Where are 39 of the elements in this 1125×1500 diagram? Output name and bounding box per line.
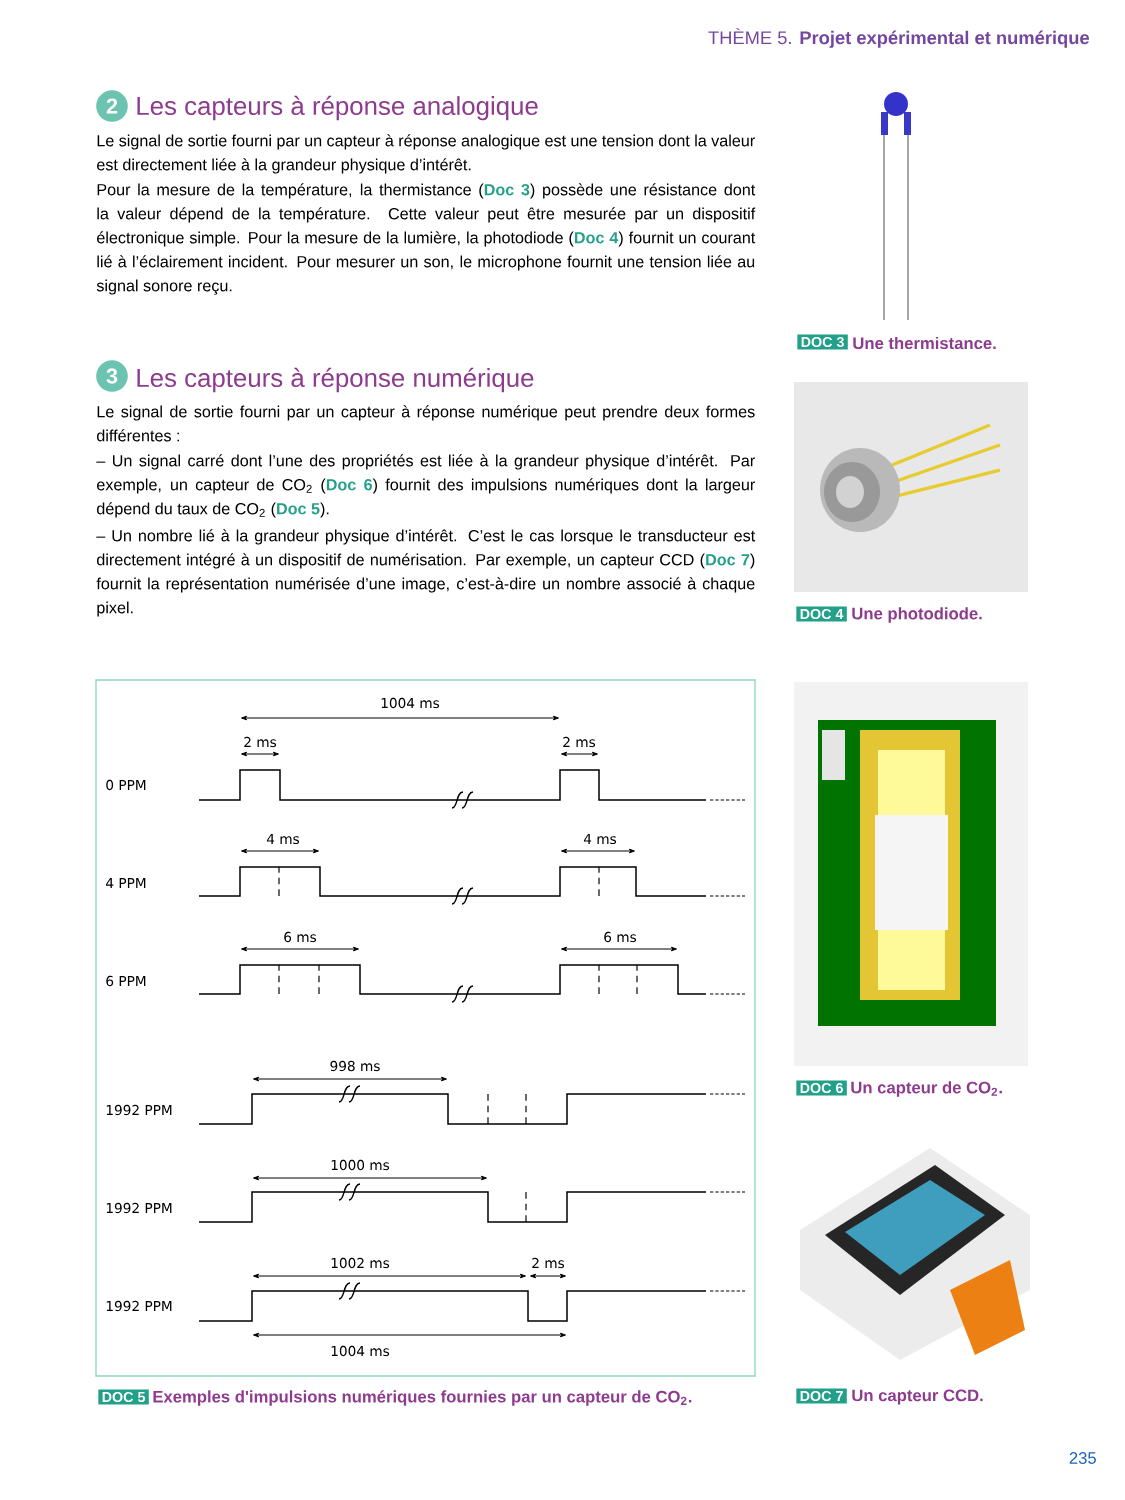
dimension-label: 2 ms bbox=[244, 736, 277, 748]
dimension-label: 6 ms bbox=[604, 931, 637, 943]
dimension-label: 2 ms bbox=[532, 1257, 565, 1269]
dimension-label: 2 ms bbox=[563, 736, 596, 748]
paragraph: Le signal de sortie fourni par un capteur à réponse analogique est une tension dont la valeur est directement liée à la grandeur physique d’intérêt. bbox=[97, 134, 755, 174]
figure-caption: Une photodiode. bbox=[852, 607, 982, 623]
row-label: 1992 PPM bbox=[106, 1202, 172, 1214]
doc-badge: DOC 7 bbox=[796, 1388, 847, 1404]
running-header: THÈME 5. Projet expérimental et numérique bbox=[708, 28, 1089, 48]
dimension-label: 998 ms bbox=[330, 1060, 380, 1072]
paragraph: Pour la mesure de la température, la thermistance (Doc 3) possède une résistance dont la valeur dépend de la température. Cette valeur peut être mesurée par un dispositif électronique simple. Pour la mesure de la lumière, la photodiode (Doc 4) fournit un courant lié à l’éclairement incident. Pour mesurer un son, le microphone fournit une tension liée au signal sonore reçu. bbox=[96, 183, 756, 295]
figure-caption: Un capteur CCD. bbox=[852, 1389, 983, 1405]
bullet-item: – Un signal carré dont l’une des propriétés est liée à la grandeur physique d’intérêt. Par exemple, un capteur de CO$_{2}$ (Doc 6) fournit des impulsions numériques dont la largeur dépend du taux de CO$_{2}$ (Doc 5). bbox=[96, 454, 755, 518]
row-label: 1992 PPM bbox=[106, 1104, 172, 1116]
paragraph: Le signal de sortie fourni par un capteur à réponse numérique peut prendre deux formes différentes : bbox=[97, 405, 755, 442]
section-heading: Les capteurs à réponse analogique bbox=[137, 95, 538, 121]
bullet-item: – Un nombre lié à la grandeur physique d’intérêt. C’est le cas lorsque le transducteur est directement intégré à un dispositif de numérisation. Par exemple, un capteur CCD (Doc 7) fournit la représentation numérisée d’une image, c’est-à-dire un nombre associé à chaque pixel. bbox=[96, 529, 756, 617]
figure-caption: Une thermistance. bbox=[853, 336, 996, 350]
section-heading: Les capteurs à réponse numérique bbox=[137, 367, 534, 393]
figure-caption: Exemples d'impulsions numériques fournies par un capteur de CO$_{2}$. bbox=[153, 1390, 692, 1406]
doc-badge: DOC 3 bbox=[797, 334, 848, 350]
doc-badge: DOC 4 bbox=[796, 606, 847, 622]
row-label: 1992 PPM bbox=[106, 1300, 172, 1312]
row-label: 6 PPM bbox=[106, 975, 146, 987]
doc-badge: DOC 6 bbox=[796, 1080, 847, 1096]
row-label: 0 PPM bbox=[106, 779, 146, 791]
doc-badge: DOC 5 bbox=[98, 1389, 149, 1405]
dimension-label: 4 ms bbox=[583, 833, 617, 845]
dimension-label: 1004 ms bbox=[331, 1345, 390, 1357]
row-label: 4 PPM bbox=[106, 878, 146, 888]
section-number: 3 bbox=[96, 360, 128, 392]
dimension-label: 1000 ms bbox=[331, 1159, 390, 1171]
section-number: 2 bbox=[96, 90, 128, 122]
dimension-label: 6 ms bbox=[284, 931, 317, 943]
dimension-label: 1002 ms bbox=[331, 1257, 390, 1269]
page-number: 235 bbox=[1069, 1452, 1096, 1464]
dimension-label: 4 ms bbox=[266, 833, 300, 845]
figure-caption: Un capteur de CO$_{2}$. bbox=[851, 1081, 1002, 1097]
dimension-label: 1004 ms bbox=[381, 697, 440, 709]
